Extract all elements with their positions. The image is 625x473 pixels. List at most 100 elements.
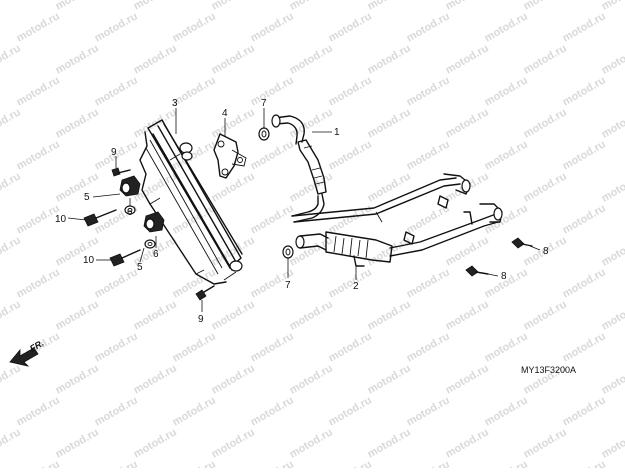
callout-4: 4 [222, 108, 228, 119]
watermark-text: motod.ru [171, 394, 218, 428]
watermark-text: motod.ru [132, 42, 179, 76]
watermark-text: motod.ru [561, 330, 608, 364]
watermark-text: motod.ru [366, 0, 413, 13]
o-ring-upper [259, 128, 269, 140]
watermark-text: motod.ru [522, 106, 569, 140]
watermark-text: motod.ru [405, 394, 452, 428]
callout-10-lower: 10 [83, 255, 95, 266]
callout-9-lower: 9 [198, 314, 204, 325]
watermark-text: motod.ru [483, 10, 530, 44]
watermark-text: motod.ru [405, 330, 452, 364]
watermark-text: motod.ru [15, 394, 62, 428]
watermark-text: motod.ru [366, 170, 413, 204]
watermark-text: motod.ru [210, 0, 257, 13]
watermark-text: motod.ru [93, 394, 140, 428]
bracket [214, 134, 246, 178]
watermark-text: motod.ru [600, 298, 625, 332]
watermark-text: motod.ru [249, 10, 296, 44]
watermark-text: motod.ru [522, 426, 569, 460]
callout-6-upper: 6 [127, 207, 133, 218]
watermark-text: motod.ru [561, 266, 608, 300]
watermark-text: motod.ru [132, 362, 179, 396]
watermark-text: motod.ru [444, 426, 491, 460]
bolt-8-upper [512, 238, 532, 248]
bolt-9-upper [112, 168, 130, 176]
watermark-text: motod.ru [0, 362, 23, 396]
watermark-text: motod.ru [483, 330, 530, 364]
watermark-text: motod.ru [444, 106, 491, 140]
watermark-text: motod.ru [522, 0, 569, 13]
watermark-text: motod.ru [54, 0, 101, 13]
watermark-text: motod.ru [327, 74, 374, 108]
watermark-text: motod.ru [0, 0, 23, 13]
watermark-text: motod.ru [171, 74, 218, 108]
watermark-text: motod.ru [210, 426, 257, 460]
watermark-text: motod.ru [405, 10, 452, 44]
watermark-text: motod.ru [54, 362, 101, 396]
watermark-text: motod.ru [15, 266, 62, 300]
watermark-text: motod.ru [327, 394, 374, 428]
watermark-text: motod.ru [405, 266, 452, 300]
watermark-text: motod.ru [600, 42, 625, 76]
watermark-text: motod.ru [561, 394, 608, 428]
watermark-text: motod.ru [327, 266, 374, 300]
watermark-text: motod.ru [288, 106, 335, 140]
watermark-text: motod.ru [0, 170, 23, 204]
watermark-text: motod.ru [132, 426, 179, 460]
callout-2: 2 [353, 281, 359, 292]
watermark-text: motod.ru [561, 74, 608, 108]
watermark-text: motod.ru [366, 106, 413, 140]
watermark-text: motod.ru [600, 234, 625, 268]
watermark-text: motod.ru [93, 266, 140, 300]
watermark-text: motod.ru [600, 106, 625, 140]
watermark-text: motod.ru [288, 362, 335, 396]
watermark-text: motod.ru [132, 298, 179, 332]
watermark-text: motod.ru [54, 170, 101, 204]
o-ring-lower [283, 246, 293, 258]
watermark-text: motod.ru [93, 458, 140, 468]
callout-6-lower: 6 [153, 249, 159, 260]
callout-7-lower: 7 [285, 280, 291, 291]
watermark-text: motod.ru [249, 74, 296, 108]
watermark-text: motod.ru [327, 202, 374, 236]
watermark-text: motod.ru [15, 458, 62, 468]
watermark-text: motod.ru [327, 458, 374, 468]
watermark-text: motod.ru [171, 10, 218, 44]
watermark-text: motod.ru [249, 330, 296, 364]
watermark-text: motod.ru [93, 330, 140, 364]
watermark-text: motod.ru [444, 42, 491, 76]
callout-3: 3 [172, 98, 178, 109]
diagram-code: MY13F3200A [521, 365, 576, 375]
watermark-text: motod.ru [249, 138, 296, 172]
callout-10-upper: 10 [55, 214, 67, 225]
watermark-text: motod.ru [54, 106, 101, 140]
watermark-text: motod.ru [132, 0, 179, 13]
callout-7-upper: 7 [261, 98, 267, 109]
callout-5-lower: 5 [137, 262, 143, 273]
watermark-text: motod.ru [600, 0, 625, 13]
watermark-text: motod.ru [405, 74, 452, 108]
watermark-text: motod.ru [483, 202, 530, 236]
watermark-text: motod.ru [54, 42, 101, 76]
watermark-text: motod.ru [561, 202, 608, 236]
watermark-text: motod.ru [483, 458, 530, 468]
watermark-text: motod.ru [444, 0, 491, 13]
watermark-text: motod.ru [0, 234, 23, 268]
watermark-text: motod.ru [0, 298, 23, 332]
watermark-text: motod.ru [54, 426, 101, 460]
watermark-text: motod.ru [15, 10, 62, 44]
watermark-text: motod.ru [327, 10, 374, 44]
watermark-text: motod.ru [210, 298, 257, 332]
watermark-text: motod.ru [288, 42, 335, 76]
watermark-text: motod.ru [444, 298, 491, 332]
watermark-text: motod.ru [522, 298, 569, 332]
watermark-text: motod.ru [171, 458, 218, 468]
collar-lower [145, 240, 155, 248]
bolt-8-lower [466, 266, 488, 276]
watermark-text: motod.ru [561, 458, 608, 468]
watermark-text: motod.ru [288, 0, 335, 13]
watermark-text: motod.ru [600, 362, 625, 396]
watermark-text: motod.ru [93, 74, 140, 108]
